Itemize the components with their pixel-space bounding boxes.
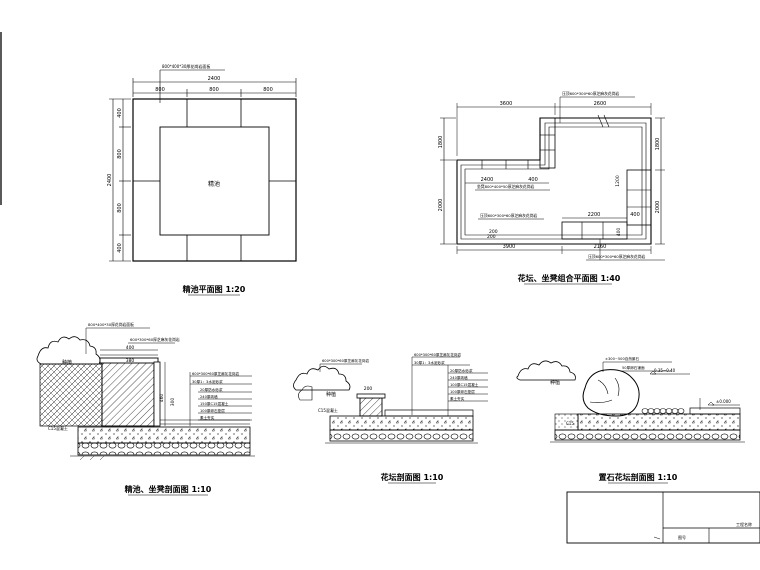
- title-block-text: 工程名称: [736, 521, 752, 527]
- dim-text: 2400: [208, 76, 221, 82]
- leader-note: 800*400*30厚花岗岩面板: [162, 63, 210, 69]
- leader-note: 600*300*60厚芝麻灰花岗岩: [322, 358, 369, 363]
- leader-note: 20厚防水砂浆: [450, 368, 473, 373]
- leader-note: 压顶600*300*60厚芝麻灰花岗岩: [480, 213, 537, 218]
- pool-center-label: 精池: [208, 180, 220, 188]
- level-mark: 0.35~0.40: [654, 368, 676, 373]
- plan-pool-title: 精池平面图 1:20: [183, 284, 246, 294]
- dim-text: 400: [616, 228, 622, 237]
- leader-note: 240厚砖墙: [450, 375, 468, 380]
- section-planter: 种植 C15混凝土 200 600*300*60厚芝麻灰花岗岩 600*300*…: [293, 352, 488, 484]
- dim-text: 800: [117, 149, 123, 159]
- layer-notes: 600*300*60厚芝麻灰花岗岩 30厚1：3水泥砂浆 20厚防水砂浆 240…: [190, 371, 252, 421]
- dim-text: 2400: [107, 174, 113, 187]
- plan-planter-title: 花坛、坐凳组合平面图 1:40: [518, 273, 621, 283]
- dim-text: 3900: [503, 244, 516, 250]
- leader-note: 800*400*30厚花岗岩面板: [88, 322, 134, 327]
- leader-note: 素土夯实: [450, 396, 465, 401]
- section-pool: 种植 C15混凝土 400 380 460 300 800*400*30厚花岗岩…: [36, 322, 255, 496]
- section-planter-title: 花坛剖面图 1:10: [381, 472, 444, 482]
- section-rock-title: 置石花坛剖面图 1:10: [599, 472, 678, 482]
- dim-text: 800: [263, 87, 273, 93]
- dim-text: 2600: [594, 101, 607, 107]
- dim-text: 400: [117, 108, 123, 118]
- dim-text: 400: [528, 177, 538, 183]
- dim-text: 200: [364, 386, 373, 392]
- leader-note: 素土夯实: [200, 415, 215, 420]
- pool-outline: [132, 98, 297, 262]
- dim-text: 2400: [481, 177, 494, 183]
- leader-note: 30厚1：3水泥砂浆: [414, 360, 445, 365]
- dim-text: 800: [209, 87, 219, 93]
- leader-note: 100厚碎石垫层: [450, 389, 475, 394]
- level-mark: ±0.000: [716, 399, 731, 404]
- dim-text: 800: [117, 203, 123, 213]
- rock-icon: [582, 369, 640, 417]
- leader-note: 240厚砖墙: [200, 394, 218, 399]
- dim-text: 2000: [655, 201, 661, 214]
- section-label: C15混凝土: [318, 407, 338, 413]
- title-block-text: 图号: [678, 534, 686, 540]
- dim-text: 1800: [655, 138, 661, 151]
- leader-note: 100厚碎石垫层: [200, 408, 225, 413]
- dim-text: 2200: [588, 212, 601, 218]
- pebble-row: [641, 408, 685, 414]
- leader-note: 600*300*60厚芝麻灰花岗岩: [192, 371, 239, 376]
- shrub-icon: [293, 365, 351, 391]
- leader-note: 坐凳800*400*50厚芝麻灰花岗岩: [477, 184, 534, 189]
- dim-text: 2000: [438, 199, 444, 212]
- dim-text: 400: [126, 345, 135, 351]
- leader-note: 50厚卵石铺面: [622, 365, 645, 370]
- dim-text: 380: [126, 358, 135, 364]
- leader-note: 压顶600*300*60厚芝麻灰花岗岩: [562, 91, 619, 96]
- section-label: 种植: [62, 359, 72, 366]
- dim-text: 200: [487, 234, 496, 240]
- leader-note: 600*300*60厚芝麻灰花岗岩: [414, 352, 461, 357]
- dim-text: 400: [117, 243, 123, 253]
- leader-note: 100厚C15混凝土: [450, 382, 479, 387]
- shrub-icon: [516, 360, 576, 381]
- leader-note: 压顶600*300*60厚芝麻灰花岗岩: [588, 254, 645, 259]
- dim-text: 300: [170, 398, 176, 407]
- section-rock: 种植 C15 ±300~500自然景石 50厚卵石铺面 0.35~0.40: [516, 356, 745, 484]
- dim-text: 3600: [500, 101, 513, 107]
- title-block: 工程名称 图号: [566, 491, 760, 544]
- dim-text: 1200: [615, 175, 621, 187]
- leader-note: 30厚1：3水泥砂浆: [192, 379, 223, 384]
- section-label: 种植: [326, 391, 336, 398]
- dim-text: 1800: [438, 136, 444, 149]
- leader-note: ±300~500自然景石: [605, 356, 640, 361]
- plan-pool: 精池 2400 800 800 800 800*400*30厚花岗岩面板 240…: [107, 63, 297, 296]
- dim-text: 400: [630, 212, 640, 218]
- leader-note: 150厚C15混凝土: [200, 401, 229, 406]
- section-label: 种植: [550, 379, 560, 386]
- dim-text: 200: [489, 229, 498, 235]
- section-label: C15混凝土: [48, 425, 68, 431]
- section-pool-title: 精池、坐凳剖面图 1:10: [125, 484, 212, 494]
- plan-planter: 3600 2600 1800 2000 1800 2000 2400 400 2…: [438, 91, 665, 285]
- section-label: C15: [566, 421, 574, 426]
- dim-text: 460: [159, 394, 165, 403]
- leader-note: 600*300*60厚芝麻灰花岗岩: [130, 337, 180, 342]
- leader-note: 20厚防水砂浆: [200, 387, 223, 392]
